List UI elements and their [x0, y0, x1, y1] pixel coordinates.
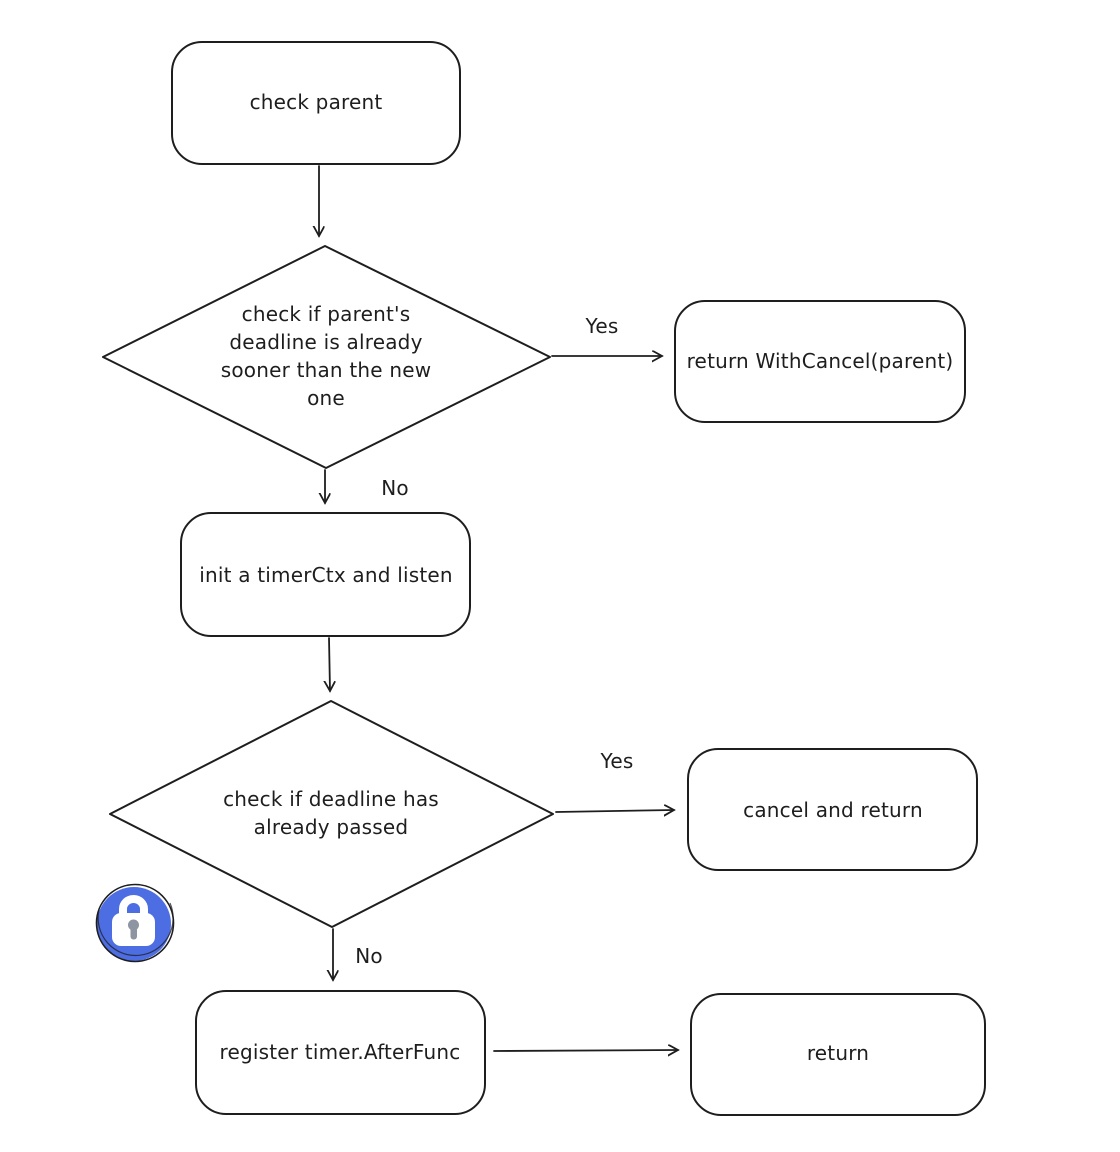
node-return[interactable] — [690, 993, 986, 1116]
decision-parent-deadline-label[interactable]: check if parent's deadline is already so… — [221, 300, 432, 412]
edge-inittimerctx-to-decision2 — [329, 637, 330, 691]
cancel-and-return-label[interactable]: cancel and return — [743, 798, 923, 822]
edge-label-no-2: No — [355, 944, 383, 968]
register-afterfunc-label[interactable]: register timer.AfterFunc — [219, 1040, 461, 1064]
edge-register-to-return — [493, 1050, 678, 1051]
node-return-withcancel[interactable] — [674, 300, 966, 423]
node-register-afterfunc[interactable] — [195, 990, 486, 1115]
node-cancel-and-return[interactable] — [687, 748, 978, 871]
node-decision-deadline-passed[interactable] — [109, 700, 554, 928]
decision-parent-deadline-line-2: deadline is already — [229, 330, 423, 354]
decision-deadline-passed-line-2: already passed — [253, 815, 409, 839]
init-timerctx-label[interactable]: init a timerCtx and listen — [199, 563, 453, 587]
edge-label-yes-2: Yes — [600, 749, 634, 773]
edge-decision2-yes — [555, 810, 674, 812]
node-check-parent[interactable] — [171, 41, 461, 165]
decision-parent-deadline-line-1: check if parent's — [241, 302, 411, 326]
decision-deadline-passed-label[interactable]: check if deadline has already passed — [223, 785, 439, 841]
decision-parent-deadline-line-4: one — [307, 386, 345, 410]
decision-parent-deadline-line-3: sooner than the new — [220, 358, 432, 382]
check-parent-label[interactable]: check parent — [249, 90, 383, 114]
decision-deadline-passed-line-1: check if deadline has — [223, 787, 439, 811]
lock-icon — [95, 883, 175, 963]
node-decision-parent-deadline[interactable] — [102, 245, 551, 469]
edge-label-no-1: No — [381, 476, 409, 500]
return-withcancel-label[interactable]: return WithCancel(parent) — [686, 349, 954, 373]
return-label[interactable]: return — [806, 1041, 870, 1065]
edge-label-yes-1: Yes — [585, 314, 619, 338]
node-init-timerctx[interactable] — [180, 512, 471, 637]
